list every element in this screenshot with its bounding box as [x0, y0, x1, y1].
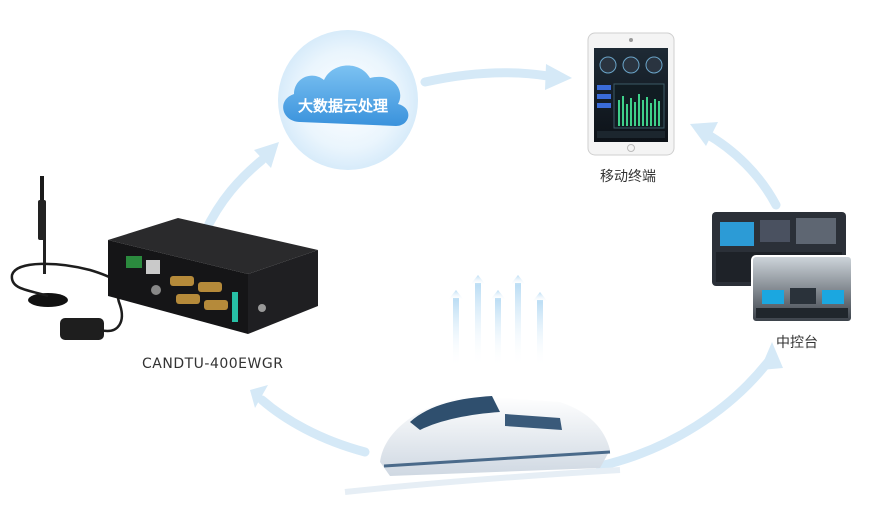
gateway-device: [10, 176, 318, 340]
tablet-icon: [587, 32, 675, 156]
arrowhead-console: [760, 342, 783, 370]
arrow-device-to-cloud: [200, 155, 267, 237]
arrow-cloud-to-mobile: [420, 68, 553, 87]
cloud-node: [278, 30, 418, 170]
cloud-label: 大数据云处理: [297, 97, 388, 115]
arrow-train-to-device: [257, 395, 370, 457]
control-console-icon: [712, 212, 853, 323]
arrowhead-device: [250, 385, 268, 408]
arrowhead-cloud: [254, 142, 279, 168]
flow-arrows: [200, 68, 781, 471]
arrowhead-mobile-right: [690, 122, 718, 146]
upward-signal-arrows: [448, 275, 548, 368]
gateway-device-icon: [108, 218, 318, 334]
arrow-train-to-console: [595, 357, 773, 471]
console-label: 中控台: [776, 335, 818, 351]
arrowhead-mobile: [545, 64, 572, 90]
arrow-heads: [250, 64, 783, 408]
cloud-icon: [283, 65, 409, 126]
device-model-label: CANDTU-400EWGR: [142, 356, 284, 372]
high-speed-train-icon: [344, 396, 621, 495]
antenna-icon: [10, 176, 119, 307]
mobile-terminal-label: 移动终端: [600, 169, 656, 185]
arrow-console-to-mobile: [700, 128, 781, 210]
